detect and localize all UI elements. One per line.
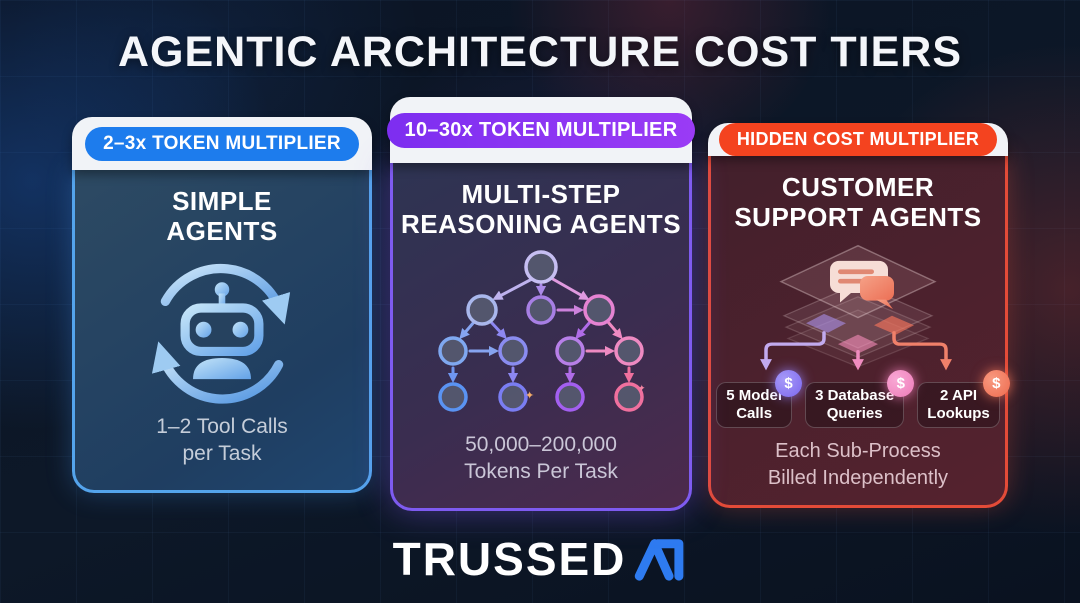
sub-process-box-api-lookups: 2 API Lookups $ xyxy=(917,370,1010,429)
card-header: HIDDEN COST MULTIPLIER xyxy=(708,123,1008,156)
card-multistep-reasoning-agents: 10–30x TOKEN MULTIPLIER MULTI-STEP REASO… xyxy=(386,97,696,511)
card-customer-support-agents: HIDDEN COST MULTIPLIER CUSTOMER SUPPORT … xyxy=(708,123,1010,509)
layered-chat-icon xyxy=(736,240,980,382)
dollar-coin-icon: $ xyxy=(775,370,803,398)
dollar-coin-icon: $ xyxy=(887,370,915,398)
sub-process-row: 5 Model Calls $ 3 Database Queries $ 2 A… xyxy=(716,370,1010,429)
logo-text: TRUSSED xyxy=(392,533,627,585)
svg-text:✦: ✦ xyxy=(525,390,534,402)
card-body: SIMPLE AGENTS xyxy=(72,170,372,493)
robot-cycle-icon xyxy=(143,254,301,412)
sub-process-box-database-queries: 3 Database Queries $ xyxy=(805,370,915,429)
token-multiplier-badge: 2–3x TOKEN MULTIPLIER xyxy=(85,126,359,161)
svg-text:✦: ✦ xyxy=(638,383,646,393)
card-simple-agents: 2–3x TOKEN MULTIPLIER SIMPLE AGENTS xyxy=(72,117,372,493)
token-multiplier-badge: 10–30x TOKEN MULTIPLIER xyxy=(386,112,696,148)
logo: TRUSSED xyxy=(0,532,1080,586)
card-header: 10–30x TOKEN MULTIPLIER xyxy=(386,97,696,163)
dollar-coin-icon: $ xyxy=(982,370,1010,398)
card-title: MULTI-STEP REASONING AGENTS xyxy=(400,179,682,240)
card-title: SIMPLE AGENTS xyxy=(166,186,278,247)
page-title: AGENTIC ARCHITECTURE COST TIERS xyxy=(117,28,963,76)
hidden-cost-badge: HIDDEN COST MULTIPLIER xyxy=(718,123,998,156)
decision-tree-icon: ✦ ✦ xyxy=(406,247,676,415)
card-header: 2–3x TOKEN MULTIPLIER xyxy=(72,117,372,170)
sub-box-label: 5 Model Calls xyxy=(726,387,783,423)
sub-box-label: 2 API Lookups xyxy=(927,387,990,423)
sub-process-box-model-calls: 5 Model Calls $ xyxy=(716,370,803,429)
card-body: CUSTOMER SUPPORT AGENTS xyxy=(708,156,1010,509)
card-title: CUSTOMER SUPPORT AGENTS xyxy=(734,172,982,233)
card-caption: Each Sub-Process Billed Independently xyxy=(767,440,949,489)
logo-ai-mark xyxy=(635,539,684,581)
card-caption: 50,000–200,000 Tokens Per Task xyxy=(464,432,618,484)
card-body: MULTI-STEP REASONING AGENTS xyxy=(390,163,692,511)
card-caption: 1–2 Tool Calls per Task xyxy=(156,414,288,466)
sub-box-label: 3 Database Queries xyxy=(815,387,895,423)
